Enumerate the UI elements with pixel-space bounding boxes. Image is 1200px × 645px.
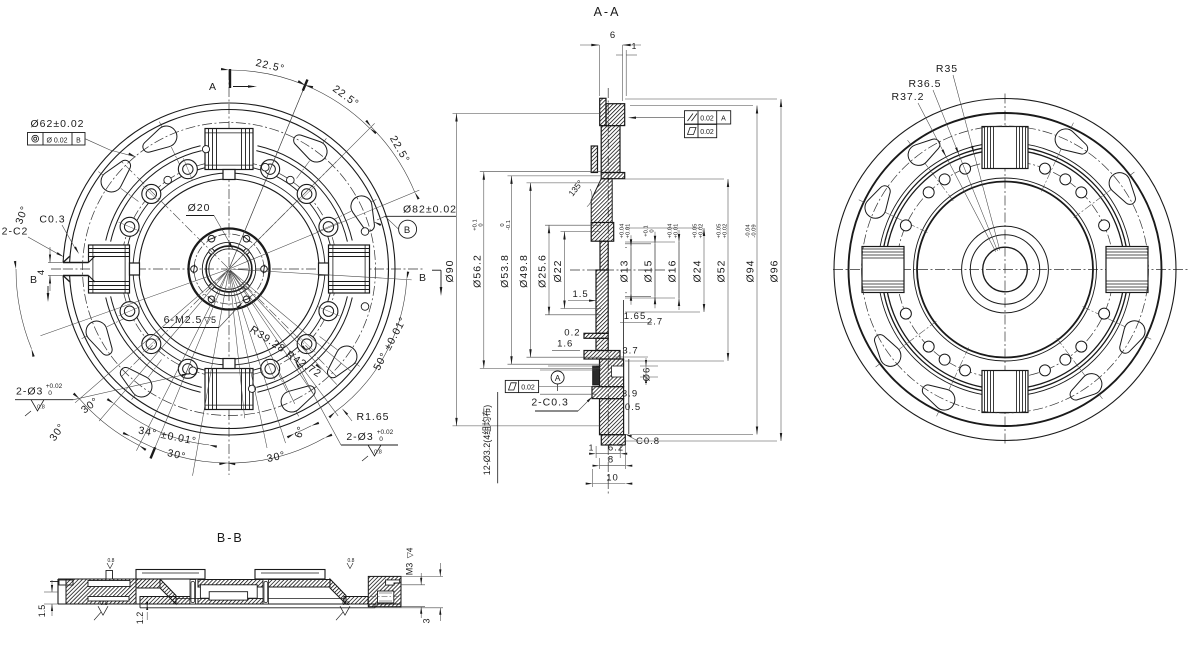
svg-text:2-C2: 2-C2 xyxy=(2,226,29,238)
svg-text:0.8: 0.8 xyxy=(348,558,355,564)
svg-text:8: 8 xyxy=(608,455,614,466)
svg-text:Ø82±0.02: Ø82±0.02 xyxy=(403,204,457,216)
svg-text:C0.3: C0.3 xyxy=(39,214,65,226)
svg-text:0: 0 xyxy=(48,390,52,397)
svg-text:Ø49.8: Ø49.8 xyxy=(518,254,530,288)
svg-text:Ø 0.02: Ø 0.02 xyxy=(46,138,67,145)
svg-text:B: B xyxy=(404,225,411,236)
svg-text:Ø20: Ø20 xyxy=(188,202,211,214)
svg-text:B: B xyxy=(30,274,38,286)
svg-text:Ø22: Ø22 xyxy=(552,260,564,283)
svg-text:2-Ø3: 2-Ø3 xyxy=(346,431,373,443)
svg-text:Ø56.2: Ø56.2 xyxy=(471,254,483,288)
svg-text:6-M2.5: 6-M2.5 xyxy=(164,314,203,326)
svg-text:1: 1 xyxy=(632,41,637,51)
svg-text:+0.02: +0.02 xyxy=(699,224,705,239)
svg-text:0.2: 0.2 xyxy=(564,327,580,338)
svg-text:1.6: 1.6 xyxy=(557,339,573,350)
svg-text:12-Ø3.2(4组均布): 12-Ø3.2(4组均布) xyxy=(481,405,492,476)
svg-text:M3: M3 xyxy=(404,563,414,576)
svg-text:1.5: 1.5 xyxy=(37,605,47,618)
svg-text:R1.65: R1.65 xyxy=(356,411,389,423)
svg-text:Ø16: Ø16 xyxy=(667,260,679,283)
svg-text:A: A xyxy=(721,116,726,123)
svg-text:Ø6: Ø6 xyxy=(642,367,653,382)
svg-text:A-A: A-A xyxy=(594,5,621,19)
svg-text:Ø24: Ø24 xyxy=(692,260,704,283)
svg-text:10: 10 xyxy=(606,473,619,484)
svg-text:+0.01: +0.01 xyxy=(626,224,632,239)
svg-text:1: 1 xyxy=(589,443,594,453)
svg-text:0.02: 0.02 xyxy=(700,129,714,136)
svg-text:0: 0 xyxy=(379,436,383,443)
svg-text:3.9: 3.9 xyxy=(622,389,638,400)
svg-text:Ø96: Ø96 xyxy=(769,260,781,283)
svg-text:Ø62±0.02: Ø62±0.02 xyxy=(30,118,84,130)
svg-text:Ø94: Ø94 xyxy=(745,260,757,283)
svg-text:B: B xyxy=(76,138,81,145)
svg-text:6: 6 xyxy=(610,30,616,41)
svg-text:0.8: 0.8 xyxy=(342,601,350,607)
svg-text:2.7: 2.7 xyxy=(647,317,663,328)
svg-text:+0.02: +0.02 xyxy=(377,429,394,436)
svg-text:2-Ø3: 2-Ø3 xyxy=(16,386,43,398)
svg-text:A: A xyxy=(209,81,217,93)
svg-text:-0.1: -0.1 xyxy=(506,220,512,230)
svg-text:2-C0.3: 2-C0.3 xyxy=(531,397,569,409)
svg-text:▽4: ▽4 xyxy=(405,547,414,558)
svg-text:3: 3 xyxy=(422,618,432,623)
svg-text:C0.8: C0.8 xyxy=(636,436,660,447)
svg-text:Ø90: Ø90 xyxy=(444,260,456,283)
svg-text:R36.5: R36.5 xyxy=(908,78,941,90)
svg-text:+0.02: +0.02 xyxy=(723,224,729,239)
svg-text:Ø52: Ø52 xyxy=(716,260,728,283)
svg-text:0.8: 0.8 xyxy=(100,601,108,607)
svg-text:6.2: 6.2 xyxy=(608,443,624,454)
svg-text:R37.2: R37.2 xyxy=(891,91,924,103)
svg-text:Ø25.6: Ø25.6 xyxy=(537,254,549,288)
svg-text:Ø13: Ø13 xyxy=(619,260,631,283)
svg-text:0.8: 0.8 xyxy=(37,405,45,411)
svg-text:Ø15: Ø15 xyxy=(643,260,655,283)
svg-text:R35: R35 xyxy=(936,63,958,75)
svg-text:+0.01: +0.01 xyxy=(674,224,680,239)
svg-text:0.8: 0.8 xyxy=(374,450,382,456)
svg-text:0.02: 0.02 xyxy=(700,116,714,123)
svg-text:0: 0 xyxy=(650,229,656,232)
svg-text:0.02: 0.02 xyxy=(521,385,535,392)
svg-text:+0.02: +0.02 xyxy=(46,383,63,390)
svg-text:B: B xyxy=(419,272,427,284)
svg-text:1.2: 1.2 xyxy=(135,612,145,625)
svg-text:0: 0 xyxy=(478,223,484,226)
svg-text:B-B: B-B xyxy=(217,531,244,545)
svg-text:▽5: ▽5 xyxy=(204,315,216,325)
svg-text:A: A xyxy=(555,373,561,383)
svg-text:1.65: 1.65 xyxy=(624,311,647,322)
svg-text:Ø53.8: Ø53.8 xyxy=(499,254,511,288)
svg-text:0.5: 0.5 xyxy=(625,402,641,413)
svg-text:1.5: 1.5 xyxy=(572,289,588,300)
svg-text:-0.09: -0.09 xyxy=(752,224,758,237)
svg-text:3.7: 3.7 xyxy=(622,346,638,357)
svg-text:0.8: 0.8 xyxy=(108,558,115,564)
